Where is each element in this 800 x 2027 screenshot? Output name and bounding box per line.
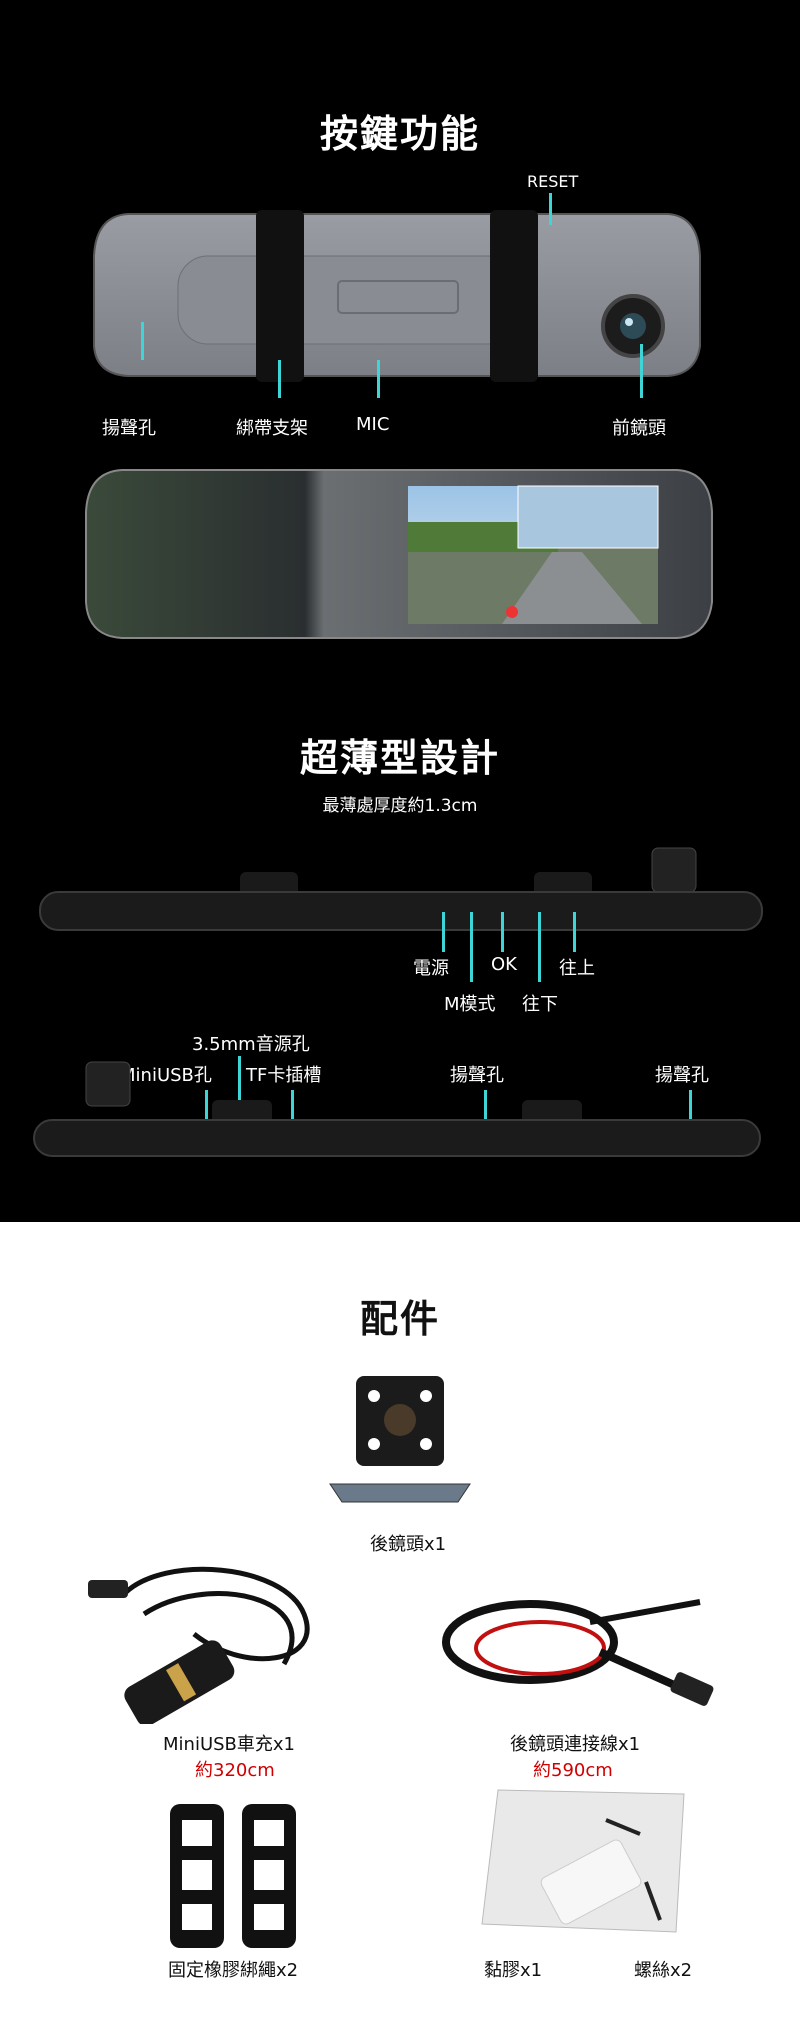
mirror-bottom-edge-image	[33, 1061, 761, 1157]
thin-title: 超薄型設計	[299, 736, 500, 780]
up-label: 往上	[559, 958, 595, 979]
strap-label: 綁帶支架	[236, 418, 308, 439]
rear-camera-image	[329, 1376, 471, 1503]
miniusb-pointer	[205, 1090, 208, 1128]
power-pointer	[442, 912, 445, 952]
mode-label: M模式	[444, 994, 496, 1015]
rear-cam-label: 後鏡頭x1	[370, 1534, 447, 1555]
strap-pointer	[278, 360, 281, 398]
ok-pointer	[501, 912, 504, 952]
audio-pointer	[238, 1056, 241, 1128]
thin-subtitle: 最薄處厚度約1.3cm	[322, 796, 478, 816]
adhesive-screws-bag-image	[481, 1789, 685, 1933]
reset-pointer	[549, 193, 552, 225]
screws-label: 螺絲x2	[634, 1960, 693, 1981]
tf-pointer	[291, 1090, 294, 1128]
power-label: 電源	[413, 958, 449, 979]
adhesive-label: 黏膠x1	[484, 1960, 543, 1981]
mirror-back-image	[93, 210, 701, 382]
cable-label: 後鏡頭連接線x1	[510, 1734, 641, 1755]
car-charger-image	[88, 1566, 310, 1724]
front-lens-label: 前鏡頭	[612, 418, 666, 439]
miniusb-label: MiniUSB孔	[120, 1065, 212, 1086]
down-label: 往下	[522, 994, 558, 1015]
charger-length: 約320cm	[195, 1760, 275, 1781]
ok-label: OK	[491, 954, 517, 975]
reset-label: RESET	[527, 172, 579, 191]
charger-label: MiniUSB車充x1	[163, 1734, 295, 1755]
bands-label: 固定橡膠綁繩x2	[168, 1960, 299, 1981]
mic-pointer	[377, 360, 380, 398]
keys-title: 按鍵功能	[319, 112, 480, 156]
extension-cable-image	[442, 1599, 714, 1706]
audio-label: 3.5mm音源孔	[192, 1034, 310, 1055]
speaker-right-pointer	[689, 1090, 692, 1128]
mirror-top-edge-image	[39, 847, 763, 931]
speaker-right-label: 揚聲孔	[655, 1065, 709, 1086]
mode-pointer	[470, 912, 473, 982]
speaker-mid-pointer	[484, 1090, 487, 1128]
front-lens-pointer	[640, 344, 643, 398]
speaker-label: 揚聲孔	[102, 418, 156, 439]
speaker-pointer	[141, 322, 144, 360]
speaker-mid-label: 揚聲孔	[450, 1065, 504, 1086]
tf-label: TF卡插槽	[246, 1065, 322, 1086]
mirror-front-image	[85, 469, 713, 639]
rubber-bands-image	[170, 1804, 296, 1948]
cable-length: 約590cm	[533, 1760, 613, 1781]
down-pointer	[538, 912, 541, 982]
up-pointer	[573, 912, 576, 952]
mic-label: MIC	[356, 414, 390, 435]
accessories-title: 配件	[359, 1297, 440, 1341]
